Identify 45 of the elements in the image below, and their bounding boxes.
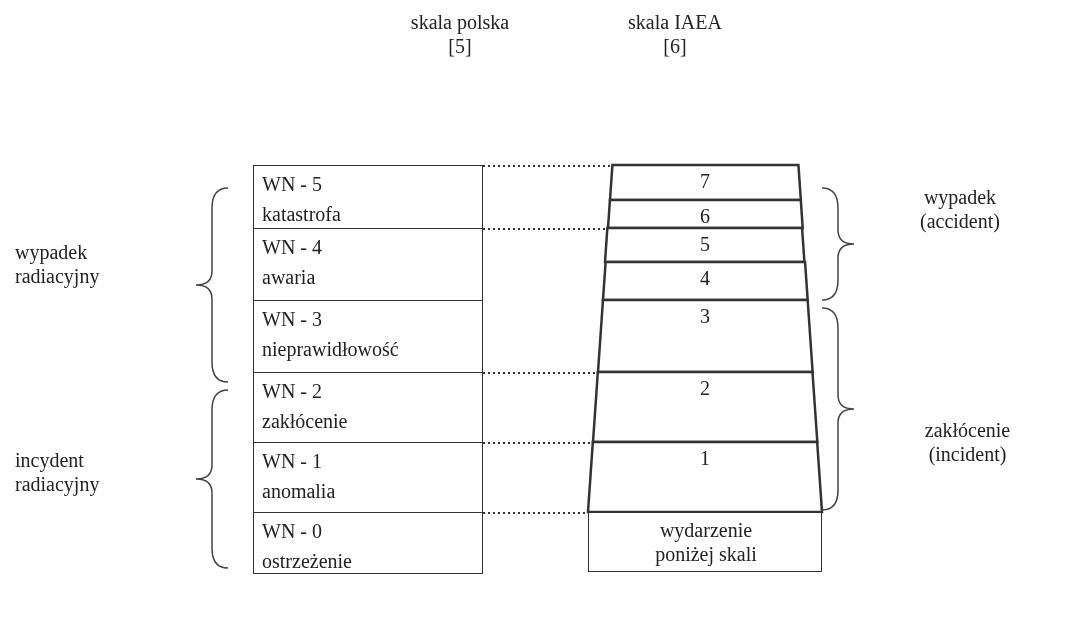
dotted-connector (482, 165, 612, 167)
level-name: nieprawidłowość (262, 337, 399, 361)
level-number: 6 (699, 204, 711, 228)
level-name: ostrzeżenie (262, 549, 352, 573)
level-name: awaria (262, 265, 316, 289)
scale-level-trapezoid (607, 200, 803, 228)
level-name: zakłócenie (262, 409, 348, 433)
category-label: wypadek (accident) (919, 185, 1001, 233)
category-label: wypadek radiacyjny (15, 240, 101, 288)
level-number: 1 (699, 446, 711, 470)
dotted-connector (482, 442, 593, 444)
scale-level-box (253, 165, 483, 230)
level-code: WN - 5 (262, 172, 322, 196)
level-code: WN - 4 (262, 235, 322, 259)
scale-level-trapezoid (602, 262, 808, 300)
level-name: anomalia (262, 479, 336, 503)
column-heading: skala IAEA [6] (627, 10, 723, 58)
dotted-connector (482, 372, 598, 374)
scale-level-box (253, 512, 483, 574)
dotted-connector (482, 228, 608, 230)
scale-level-trapezoid (605, 228, 805, 262)
level-number: 2 (699, 376, 711, 400)
level-code: WN - 0 (262, 519, 322, 543)
below-scale-box (588, 512, 822, 572)
level-number: 3 (699, 304, 711, 328)
box-text: wydarzenie poniżej skali (654, 518, 758, 566)
scale-level-trapezoid (592, 372, 818, 442)
level-code: WN - 3 (262, 307, 322, 331)
scale-level-box (253, 300, 483, 374)
scale-level-trapezoid (597, 300, 813, 372)
scale-level-trapezoid (609, 165, 801, 200)
scale-level-box (253, 228, 483, 302)
column-heading: skala polska [5] (409, 10, 511, 58)
category-label: incydent radiacyjny (15, 448, 101, 496)
scale-level-box (253, 442, 483, 514)
dotted-connector (482, 512, 588, 514)
scale-level-trapezoid (588, 442, 822, 512)
level-number: 7 (699, 169, 711, 193)
level-code: WN - 2 (262, 379, 322, 403)
level-number: 5 (699, 232, 711, 256)
level-code: WN - 1 (262, 449, 322, 473)
level-name: katastrofa (262, 202, 341, 226)
scale-level-box (253, 372, 483, 444)
level-number: 4 (699, 266, 711, 290)
category-label: zakłócenie (incident) (923, 418, 1012, 466)
